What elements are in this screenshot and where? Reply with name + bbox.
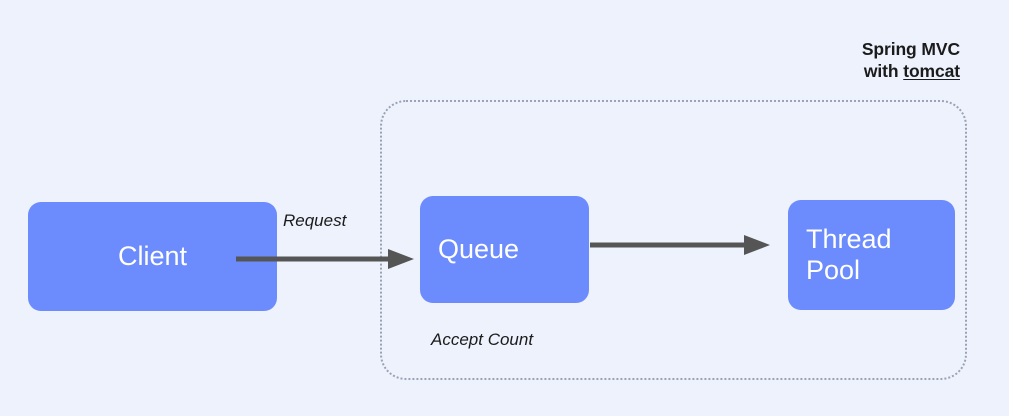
arrow-queue-to-thread-pool bbox=[590, 235, 770, 255]
boundary-title-line-2: with tomcat bbox=[780, 60, 960, 82]
annotation-accept-count: Accept Count bbox=[431, 330, 534, 349]
node-queue[interactable]: Queue bbox=[420, 196, 589, 303]
node-client[interactable]: Client bbox=[28, 202, 277, 311]
spring-mvc-boundary bbox=[380, 100, 967, 380]
arrow-client-to-queue bbox=[236, 249, 414, 269]
node-queue-label: Queue bbox=[438, 234, 520, 264]
boundary-title-tomcat-text: tomcat bbox=[903, 61, 960, 81]
boundary-title-line-1: Spring MVC bbox=[861, 39, 960, 59]
boundary-title-with-text: with bbox=[863, 61, 904, 81]
node-thread-pool[interactable]: Thread Pool bbox=[788, 200, 955, 310]
spring-mvc-boundary-title: Spring MVC with tomcat bbox=[780, 38, 960, 82]
edge-label-request: Request bbox=[283, 211, 347, 230]
node-client-label: Client bbox=[117, 241, 188, 271]
node-thread-pool-label: Thread Pool bbox=[806, 224, 892, 285]
